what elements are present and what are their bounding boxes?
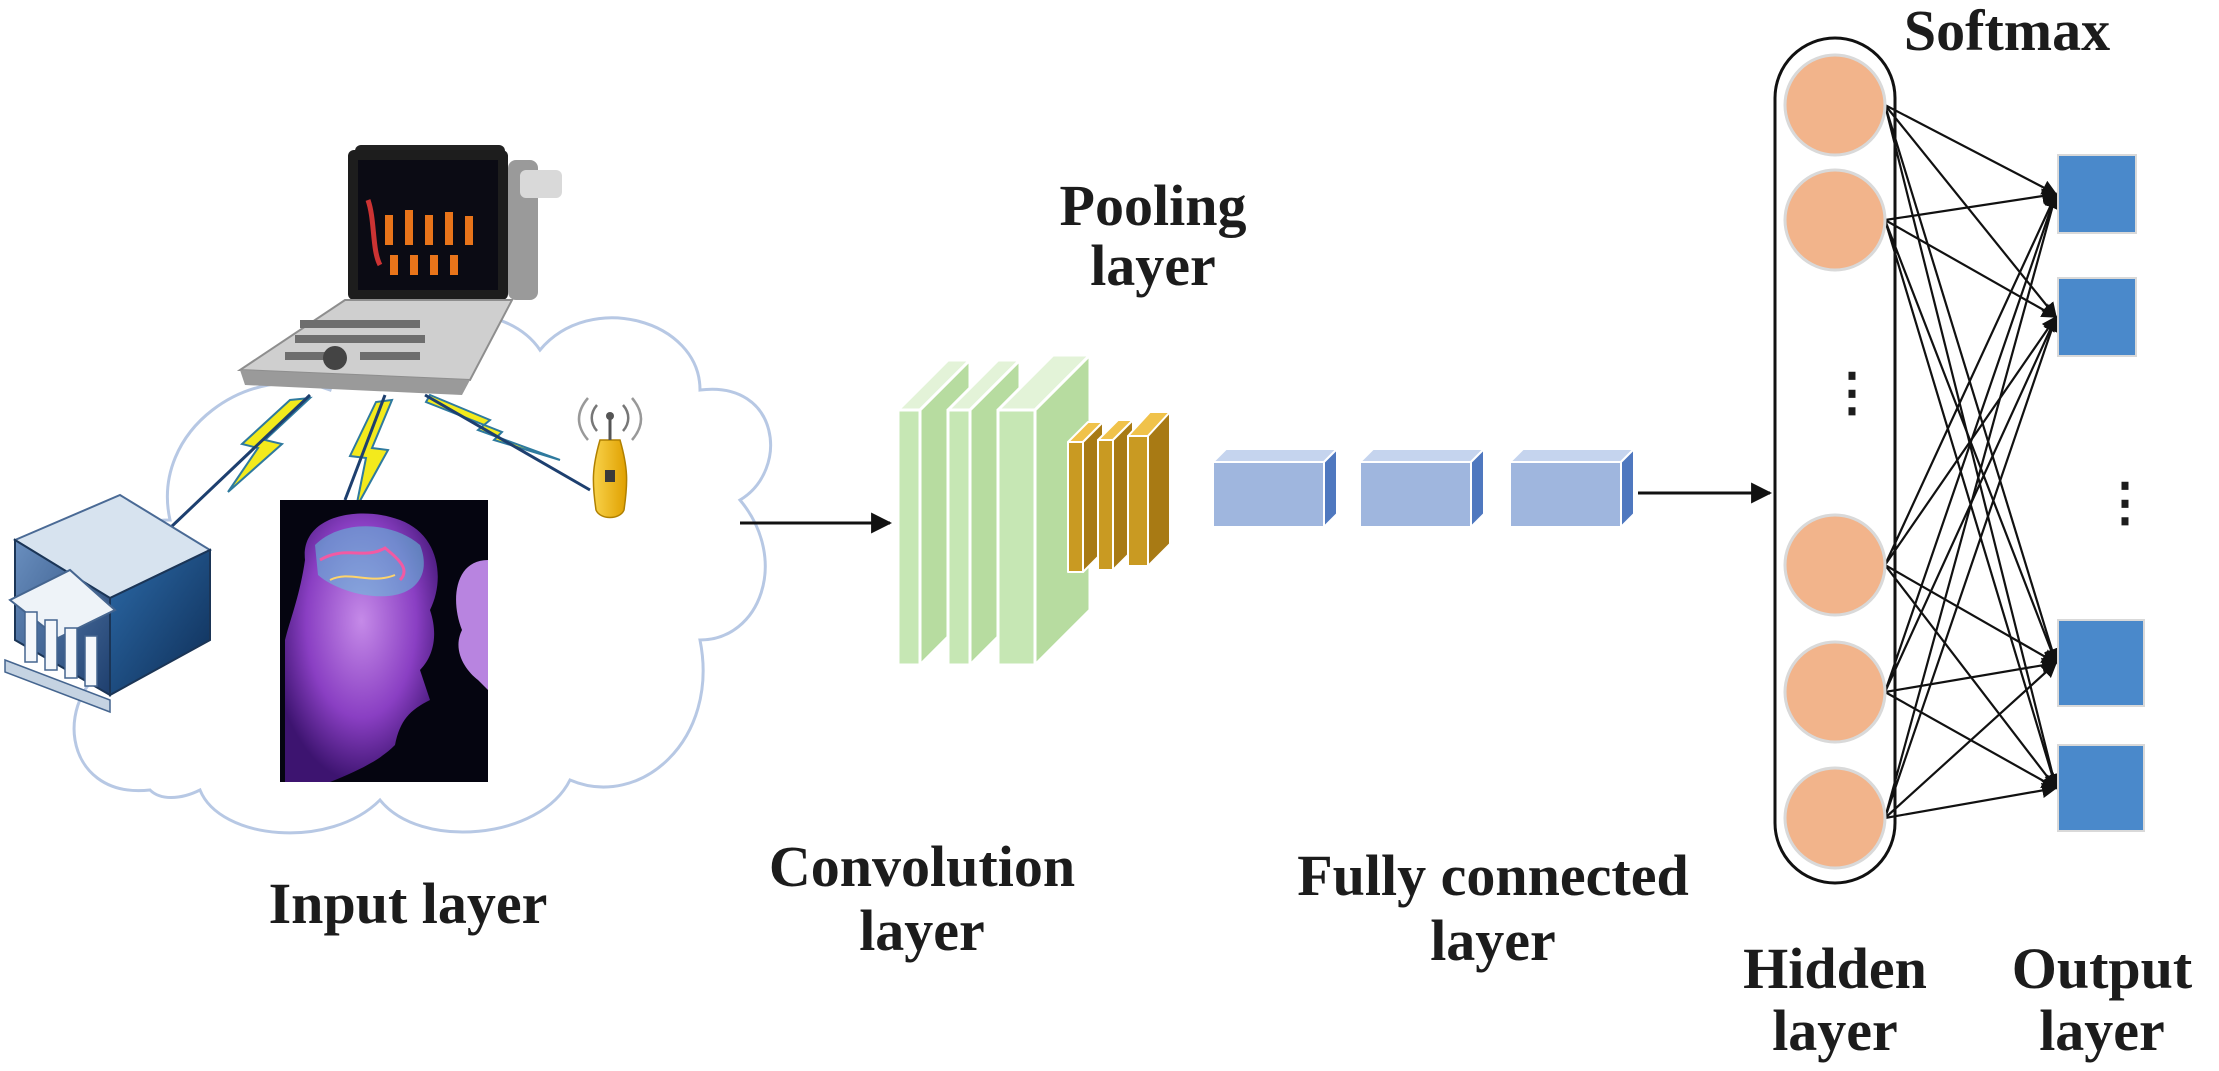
connection-arrow xyxy=(1884,192,2058,566)
connection-arrow xyxy=(1884,661,2058,819)
hospital-building-icon xyxy=(4,493,213,714)
brain-head-image xyxy=(280,500,488,782)
connection-arrow xyxy=(1883,192,2059,693)
hidden-node xyxy=(1783,53,1887,157)
connection-arrow xyxy=(1884,564,2058,664)
connection-arrow xyxy=(1884,104,2058,195)
connection-arrow xyxy=(1884,782,2058,820)
hidden-layer-label-line2: layer xyxy=(1772,998,1898,1063)
connection-arrow xyxy=(1883,104,2060,665)
input-layer-label: Input layer xyxy=(269,871,548,936)
input-layer-group: Input layer xyxy=(4,145,772,936)
fully-connected-blocks xyxy=(1212,448,1635,528)
antenna-icon xyxy=(577,397,643,519)
output-layer-nodes xyxy=(2057,154,2145,832)
hidden-ellipsis: ⋮ xyxy=(1826,365,1878,422)
hidden-node xyxy=(1783,640,1887,744)
connection-arrow xyxy=(1884,104,2057,319)
connection-arrow xyxy=(1883,315,2059,819)
hidden-node xyxy=(1783,766,1887,870)
pooling-layer-label-line2: layer xyxy=(1090,233,1216,298)
hidden-to-output-connections xyxy=(1883,104,2061,820)
convolution-layer-blocks xyxy=(896,353,1092,667)
connection-arrow xyxy=(1883,104,2061,790)
pooling-layer-label-line1: Pooling xyxy=(1060,173,1247,238)
lightning-bolt-icon xyxy=(227,393,561,509)
hidden-node xyxy=(1783,168,1887,272)
pooling-layer-blocks xyxy=(1067,411,1171,573)
convolution-layer-label-line2: layer xyxy=(859,898,985,963)
connection-arrow xyxy=(1884,188,2058,222)
connection-arrow xyxy=(1884,657,2058,694)
connection-arrow xyxy=(1883,192,2060,819)
hidden-layer-label-line1: Hidden xyxy=(1743,936,1927,1001)
hidden-node xyxy=(1783,513,1887,617)
ultrasound-machine-icon xyxy=(236,145,562,395)
pool-feature-map xyxy=(1127,411,1171,567)
fc-block xyxy=(1359,448,1485,528)
softmax-label: Softmax xyxy=(1904,0,2110,63)
fully-connected-label-line1: Fully connected xyxy=(1297,843,1688,908)
output-node xyxy=(2057,277,2137,357)
output-layer-label-line2: layer xyxy=(2039,998,2165,1063)
output-ellipsis: ⋮ xyxy=(2099,475,2151,532)
fc-block xyxy=(1509,448,1635,528)
hidden-layer-capsule xyxy=(1773,36,1897,885)
output-node xyxy=(2057,154,2137,234)
output-node xyxy=(2057,744,2145,832)
output-layer-label-line1: Output xyxy=(2012,936,2193,1001)
fc-block xyxy=(1212,448,1338,528)
convolution-layer-label-line1: Convolution xyxy=(769,834,1075,899)
output-node xyxy=(2057,619,2145,707)
hidden-layer-nodes xyxy=(1783,53,1887,870)
fully-connected-label-line2: layer xyxy=(1430,908,1556,973)
